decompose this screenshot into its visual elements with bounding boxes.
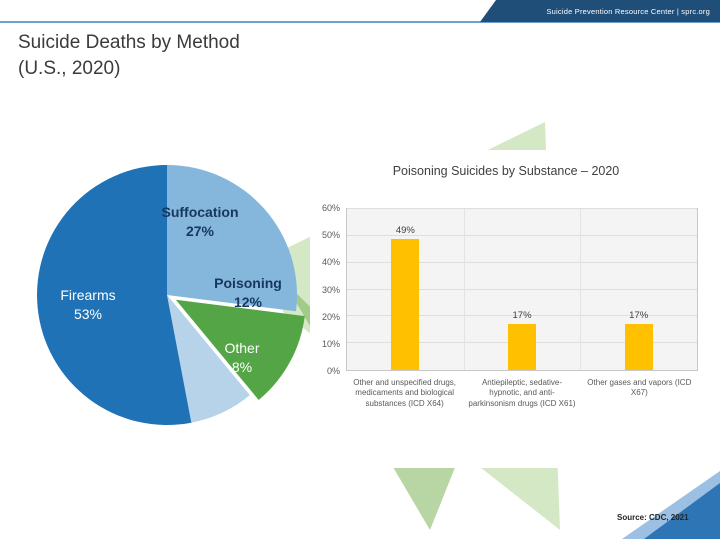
bar-column: 17% [580, 209, 697, 370]
page-title-line2: (U.S., 2020) [18, 58, 121, 79]
y-tick-label: 0% [326, 366, 340, 376]
category-label: Other gases and vapors (ICD X67) [587, 378, 692, 398]
category-label: Antiepileptic, sedative-hypnotic, and an… [468, 378, 576, 408]
pie-slice-other [167, 295, 250, 423]
top-banner: Suicide Prevention Resource Center | spr… [480, 0, 720, 22]
pie-label-poisoning-name: Poisoning [214, 275, 282, 291]
bar [624, 324, 653, 370]
pie-slice-poisoning [175, 299, 305, 400]
bar [508, 324, 536, 370]
category-separator [580, 209, 582, 370]
pie-slice-suffocation [167, 165, 297, 312]
source-note: Source: CDC, 2021 [617, 513, 689, 522]
category-labels: Other and unspecified drugs, medicaments… [346, 378, 698, 409]
pie-label-other-name: Other [224, 340, 260, 356]
pie-label-other: Other 8% [224, 339, 259, 377]
page-title: Suicide Deaths by Method (U.S., 2020) [18, 30, 240, 82]
bar-value-label: 17% [629, 310, 649, 322]
pie-label-firearms-name: Firearms [60, 287, 116, 303]
y-tick-label: 50% [321, 230, 340, 241]
y-tick-label: 60% [321, 203, 340, 213]
pie-label-poisoning: Poisoning 12% [214, 274, 282, 312]
pie-label-firearms-pct: 53% [73, 306, 103, 322]
banner-text: Suicide Prevention Resource Center | spr… [546, 6, 710, 16]
bar-column: 17% [464, 209, 581, 370]
bar-value-label: 17% [512, 310, 532, 322]
pie-label-other-pct: 8% [231, 359, 253, 375]
pie-label-firearms: Firearms 53% [60, 286, 115, 324]
page-title-line1: Suicide Deaths by Method [18, 32, 240, 53]
pie-label-poisoning-pct: 12% [233, 294, 263, 310]
bar-column: 49% [347, 209, 464, 370]
pie-label-suffocation: Suffocation 27% [162, 203, 239, 241]
y-axis-labels: 0% 10% 20% 30% 40% 50% 60% [310, 203, 342, 376]
pie-svg [37, 165, 305, 425]
pie-label-suffocation-name: Suffocation [161, 204, 239, 220]
y-tick-label: 40% [321, 257, 340, 268]
bar-plot: 49% 17% 17% [346, 208, 698, 371]
pie-slice-firearms [37, 165, 192, 425]
y-tick-label: 10% [321, 338, 340, 349]
bar-chart-title: Poisoning Suicides by Substance – 2020 [392, 164, 620, 178]
bar-chart-panel: Poisoning Suicides by Substance – 2020 0… [310, 150, 702, 468]
header-rule [0, 21, 720, 23]
category-label: Other and unspecified drugs, medicaments… [353, 378, 457, 408]
bar-value-label: 49% [395, 224, 415, 236]
corner-triangle [622, 471, 720, 539]
y-tick-label: 30% [321, 284, 340, 295]
y-tick-label: 20% [321, 311, 340, 322]
bar [391, 238, 420, 370]
corner-triangle-dark [644, 483, 720, 539]
pie-label-suffocation-pct: 27% [185, 223, 215, 239]
pie-chart: Firearms 53% Suffocation 27% Poisoning 1… [32, 160, 305, 430]
